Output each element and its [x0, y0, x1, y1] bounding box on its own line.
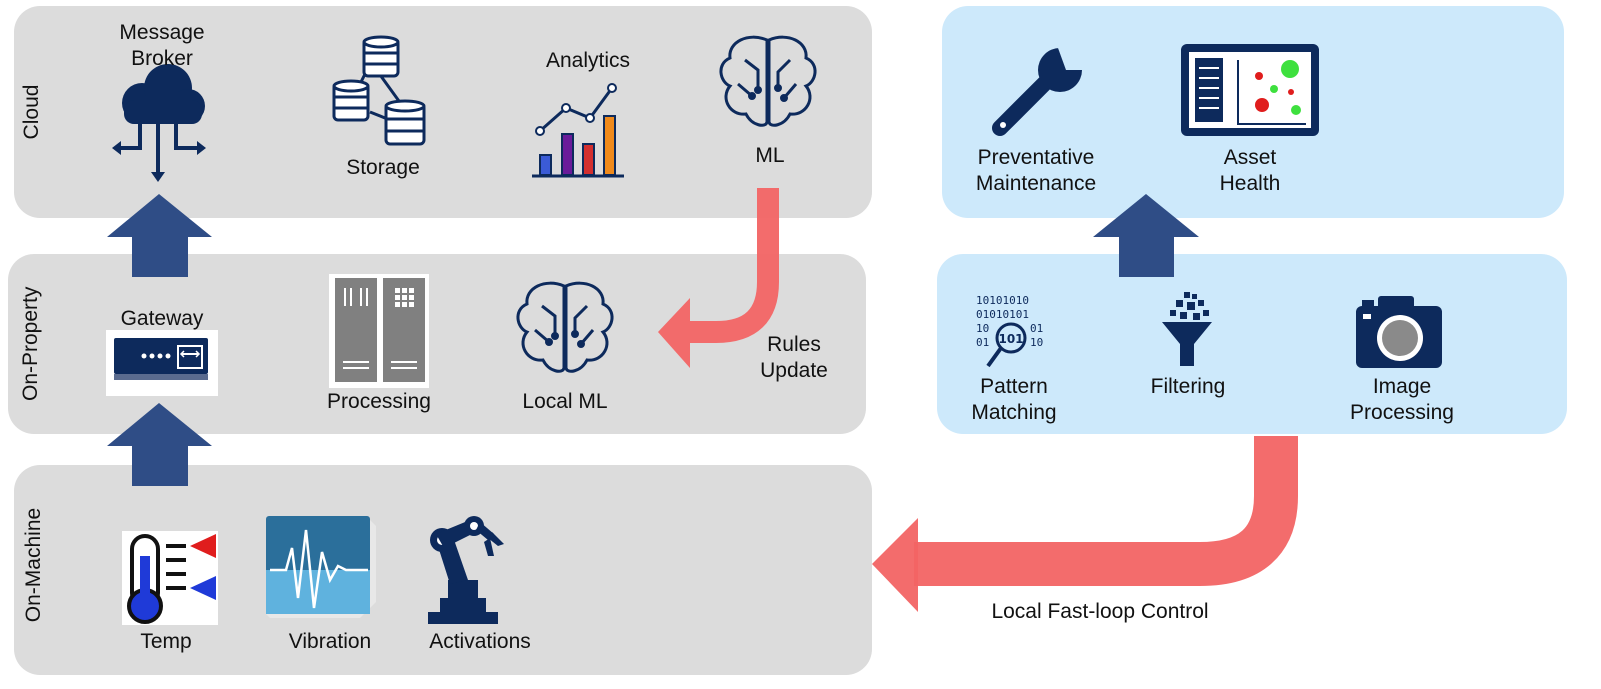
- funnel-filter-icon: [1162, 292, 1212, 366]
- up-arrow-edge-to-outcomes: [1093, 194, 1199, 277]
- gateway-router-icon: [106, 330, 218, 396]
- thermometer-icon: [122, 531, 218, 625]
- label-vibration: Vibration: [288, 630, 372, 653]
- up-arrow-machine-to-gateway: [107, 403, 212, 486]
- label-activations: Activations: [429, 630, 531, 653]
- label-processing: Processing: [327, 390, 431, 413]
- up-arrow-gateway-to-cloud: [107, 194, 212, 277]
- lens-digits: 101: [998, 332, 1023, 346]
- binary-row-1: 10101010: [976, 294, 1029, 307]
- database-storage-icon: [332, 35, 426, 146]
- label-pattern-matching: Pattern Matching: [971, 375, 1057, 424]
- binary-row-3-right: 01: [1030, 322, 1043, 335]
- label-message-broker: Message Broker: [119, 21, 205, 70]
- binary-row-3-left: 10: [976, 322, 989, 335]
- label-fast-loop-control: Local Fast-loop Control: [991, 600, 1209, 623]
- label-gateway: Gateway: [120, 307, 204, 330]
- asset-health-dashboard-icon: [1181, 44, 1319, 136]
- brain-ml-icon: [719, 35, 817, 127]
- label-local-ml: Local ML: [522, 390, 608, 413]
- robot-arm-icon: [428, 516, 504, 624]
- label-filtering: Filtering: [1150, 375, 1226, 398]
- label-ml: ML: [755, 144, 785, 167]
- label-rules-update: Rules Update: [760, 333, 828, 382]
- server-rack-icon: [329, 274, 429, 388]
- label-asset-health: Asset Health: [1219, 146, 1281, 195]
- label-temp: Temp: [140, 630, 192, 653]
- label-image-processing: Image Processing: [1350, 375, 1454, 424]
- cloud-network-icon: [112, 64, 206, 182]
- wrench-icon: [992, 38, 1088, 136]
- camera-icon: [1356, 296, 1442, 368]
- binary-row-4-left: 01: [976, 336, 989, 349]
- brain-local-ml-icon: [516, 281, 614, 373]
- label-storage: Storage: [346, 156, 420, 179]
- binary-row-4-right: 10: [1030, 336, 1043, 349]
- analytics-chart-icon: [532, 83, 624, 178]
- binary-row-2: 01010101: [976, 308, 1029, 321]
- fast-loop-arrow: [872, 436, 1298, 612]
- vibration-waveform-icon: [266, 516, 376, 618]
- label-analytics: Analytics: [545, 49, 631, 72]
- label-preventative-maintenance: Preventative Maintenance: [975, 146, 1097, 195]
- edge-processing-panel: [937, 254, 1567, 434]
- pattern-matching-icon: 10101010 01010101 10 01 01 10 101: [976, 294, 1043, 368]
- rules-update-arrow: [658, 188, 779, 368]
